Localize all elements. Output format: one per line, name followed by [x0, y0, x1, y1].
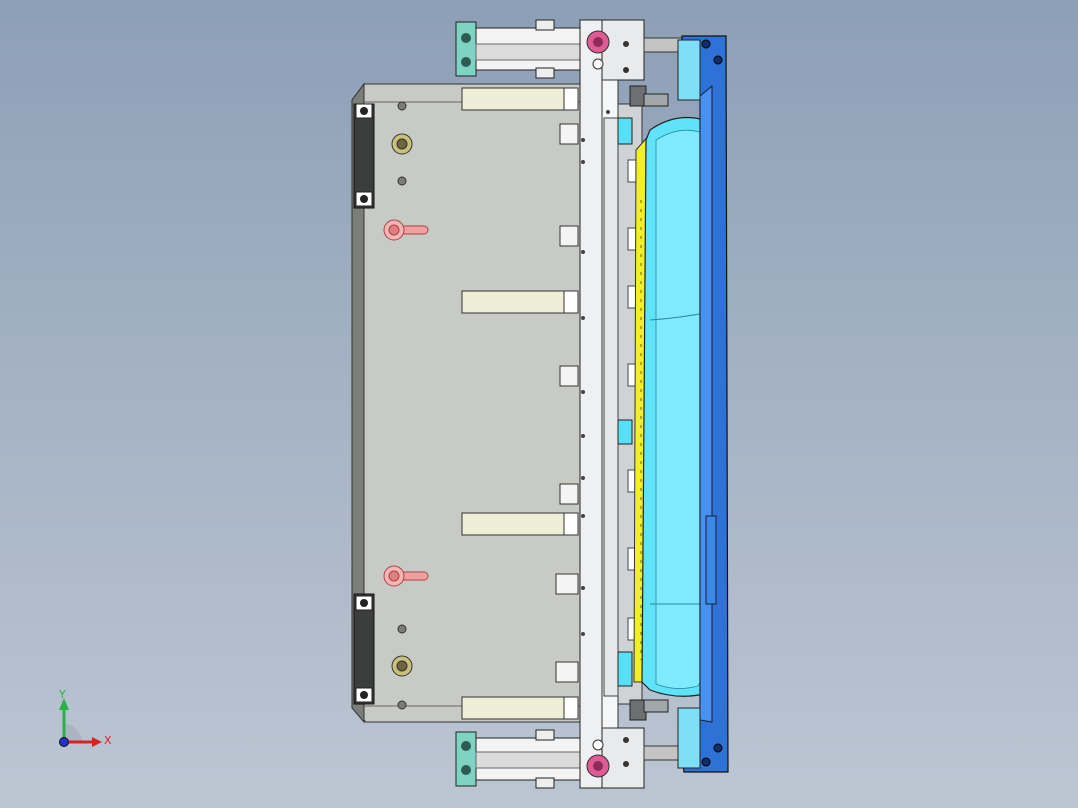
lifting-handle-bottom [383, 565, 429, 587]
backing-plate-clamp-top [677, 39, 701, 101]
guide-cylinder-bottom [455, 729, 581, 789]
backing-plate-clamp-bottom [677, 707, 701, 769]
backing-plate [679, 35, 729, 773]
clamp-slot-top [353, 103, 375, 209]
wear-plates [461, 87, 579, 720]
corner-bolt-top [586, 30, 629, 73]
y-axis-label: Y [59, 688, 66, 701]
z-axis-dot [59, 737, 69, 747]
lifting-handle-top [383, 219, 429, 241]
axis-triad-graphic [59, 698, 102, 747]
cavity-plate [641, 117, 713, 697]
guide-cylinder-top [455, 19, 581, 79]
axis-triad[interactable]: Y X [40, 680, 130, 760]
x-axis-label: X [104, 734, 112, 747]
clamp-slot-bottom [353, 593, 375, 705]
guide-bushing-top [391, 133, 413, 155]
lower-die-shoe[interactable] [351, 82, 591, 724]
corner-bolt-bottom [586, 737, 629, 778]
backing-plate-bolts [701, 39, 723, 767]
guide-bushing-bottom [391, 655, 413, 677]
die-shoe-holes [397, 101, 407, 710]
spring-pockets [555, 123, 579, 683]
guide-pins [643, 37, 689, 761]
